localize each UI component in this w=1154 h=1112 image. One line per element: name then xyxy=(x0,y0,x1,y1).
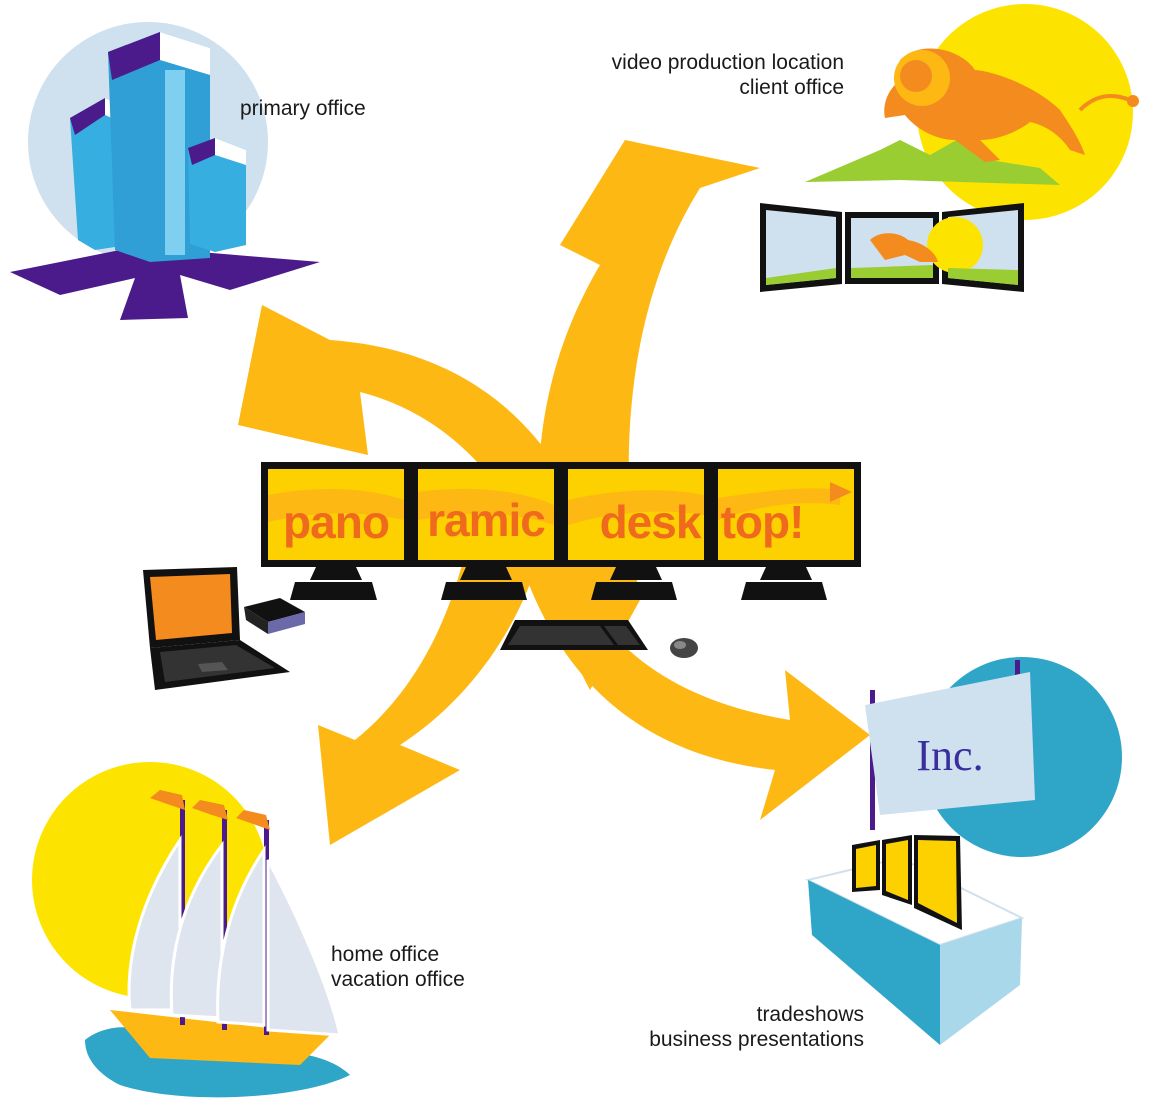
mouse-icon xyxy=(670,638,698,658)
monitor-2 xyxy=(411,462,561,600)
label-video-office: video production location client office xyxy=(611,51,844,99)
home-office-illustration xyxy=(32,762,350,1098)
tradeshow-illustration xyxy=(805,657,1122,1045)
video-office-illustration xyxy=(760,4,1139,292)
primary-office-illustration xyxy=(10,22,320,320)
triple-panel-display xyxy=(760,203,1024,292)
screen-word-3: desk xyxy=(600,496,702,548)
arrow-to-primary-office xyxy=(238,305,600,640)
screen-word-2: ramic xyxy=(427,494,545,546)
flag-icon xyxy=(192,800,228,820)
inc-sign xyxy=(865,672,1035,815)
label-tradeshows: tradeshows business presentations xyxy=(649,1003,864,1051)
flag-icon xyxy=(150,790,185,810)
building-right xyxy=(188,138,246,252)
boat-hull xyxy=(110,1010,330,1065)
monitor-3 xyxy=(561,462,711,600)
screen-word-1: pano xyxy=(283,496,389,548)
label-home-office: home office vacation office xyxy=(331,943,465,991)
arrow-to-tradeshows xyxy=(520,520,870,820)
label-primary-office: primary office xyxy=(240,97,366,120)
laptop-icon xyxy=(143,567,290,690)
sails xyxy=(127,835,342,1037)
flag-icon xyxy=(236,810,270,830)
monitor-4 xyxy=(711,462,861,600)
monitor-1 xyxy=(261,462,411,600)
grass xyxy=(805,138,1060,185)
keyboard-icon xyxy=(500,620,648,650)
inc-sign-text: Inc. xyxy=(916,731,983,780)
panoramic-desktop: pano ramic desk top! xyxy=(143,462,861,690)
tradeshow-booth xyxy=(805,835,1025,1045)
external-drive-icon xyxy=(244,598,305,634)
screen-word-4: top! xyxy=(721,496,804,548)
building-shadow xyxy=(10,240,320,320)
lion-icon xyxy=(884,48,1139,162)
arrow-head-icon xyxy=(830,482,852,502)
